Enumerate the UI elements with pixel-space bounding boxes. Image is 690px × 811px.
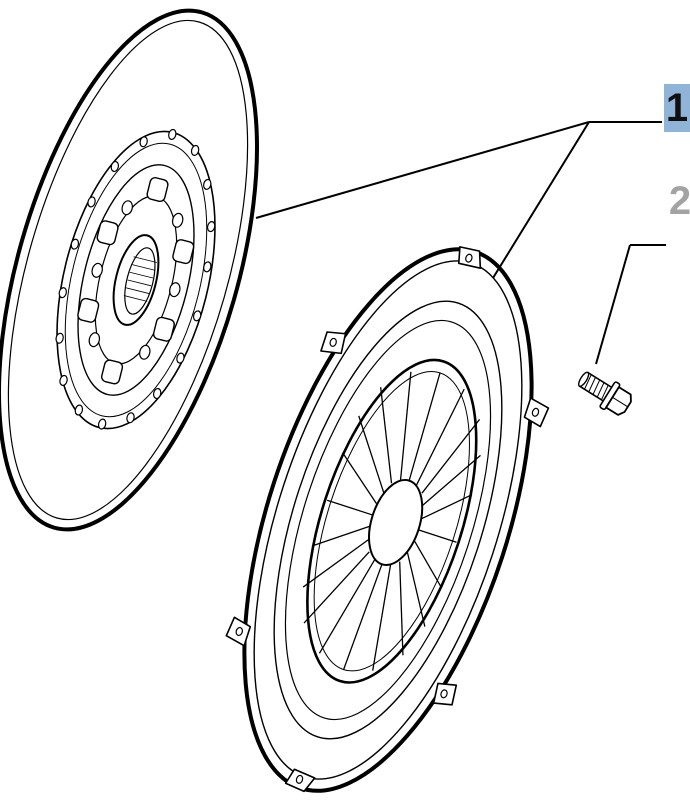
callout-label-1: 1: [664, 84, 690, 132]
clutch-disc: [0, 8, 259, 532]
leader-line-2: [595, 244, 666, 365]
leader-lines: [255, 121, 666, 365]
leader-line-1: [255, 121, 662, 279]
bolt: [578, 371, 632, 416]
clutch-pressure-plate: [225, 246, 550, 793]
callout-label-2: 2: [668, 178, 690, 223]
